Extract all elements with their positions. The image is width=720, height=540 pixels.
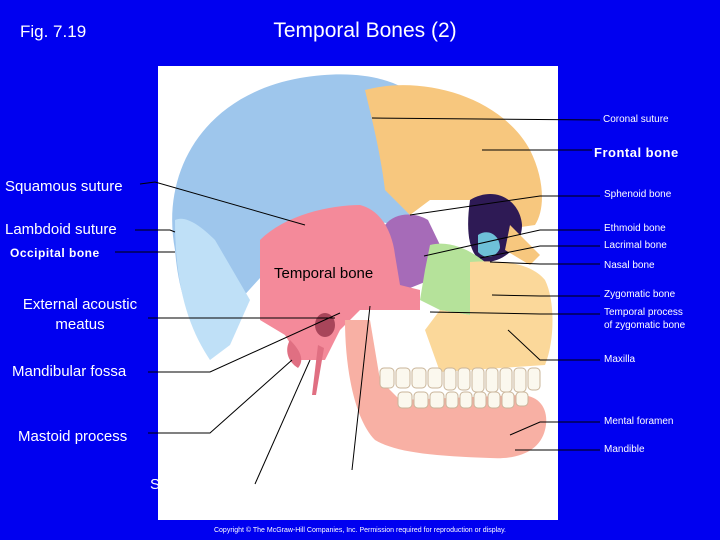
parietal-bone-shape (172, 74, 440, 331)
ethmoid-bone-shape (478, 232, 500, 257)
occipital-bone-shape (175, 218, 250, 360)
upper-teeth (379, 367, 541, 393)
label-zygomatic-process-line2: of temporal bone (363, 496, 477, 513)
label-temporal-process-line2: of zygomatic bone (604, 320, 686, 331)
mandible-shape (345, 320, 547, 459)
label-lacrimal-bone: Lacrimal bone (604, 240, 667, 251)
label-styloid-process: Styloid process (150, 476, 252, 493)
nasal-bone-shape (505, 225, 540, 265)
label-ethmoid-bone: Ethmoid bone (604, 223, 666, 234)
label-maxilla: Maxilla (604, 354, 636, 365)
maxilla-shape (425, 261, 553, 372)
label-squamous-suture: Squamous suture (5, 178, 123, 195)
lower-teeth (397, 391, 529, 409)
label-external-acoustic-line1: External acoustic (22, 296, 138, 313)
label-zygomatic-process-line1: Zygomatic process (357, 476, 483, 493)
label-lambdoid-suture: Lambdoid suture (5, 221, 117, 238)
label-mastoid-process: Mastoid process (18, 428, 128, 445)
temporal-bone-shape (260, 205, 420, 360)
label-occipital-bone: Occipital bone (10, 246, 100, 260)
label-temporal-process-line1: Temporal process (604, 307, 683, 318)
frontal-bone-shape (365, 85, 542, 230)
label-sphenoid-bone: Sphenoid bone (604, 189, 672, 200)
label-mental-foramen: Mental foramen (604, 416, 674, 427)
page-title: Temporal Bones (2) (273, 19, 457, 42)
label-mandibular-fossa: Mandibular fossa (12, 363, 127, 380)
label-temporal-bone: Temporal bone (274, 265, 374, 282)
label-external-acoustic-line2: meatus (55, 316, 105, 333)
copyright-notice: Copyright © The McGraw-Hill Companies, I… (213, 527, 506, 534)
label-nasal-bone: Nasal bone (604, 260, 655, 271)
figure-number: Fig. 7.19 (20, 22, 87, 41)
label-coronal-suture: Coronal suture (603, 114, 669, 125)
label-frontal-bone: Frontal bone (594, 145, 679, 160)
leader-lines (115, 117, 601, 485)
label-zygomatic-bone: Zygomatic bone (604, 289, 676, 300)
styloid-shape (312, 345, 324, 395)
label-mandible: Mandible (604, 444, 645, 455)
acoustic-meatus-shape (315, 313, 335, 337)
